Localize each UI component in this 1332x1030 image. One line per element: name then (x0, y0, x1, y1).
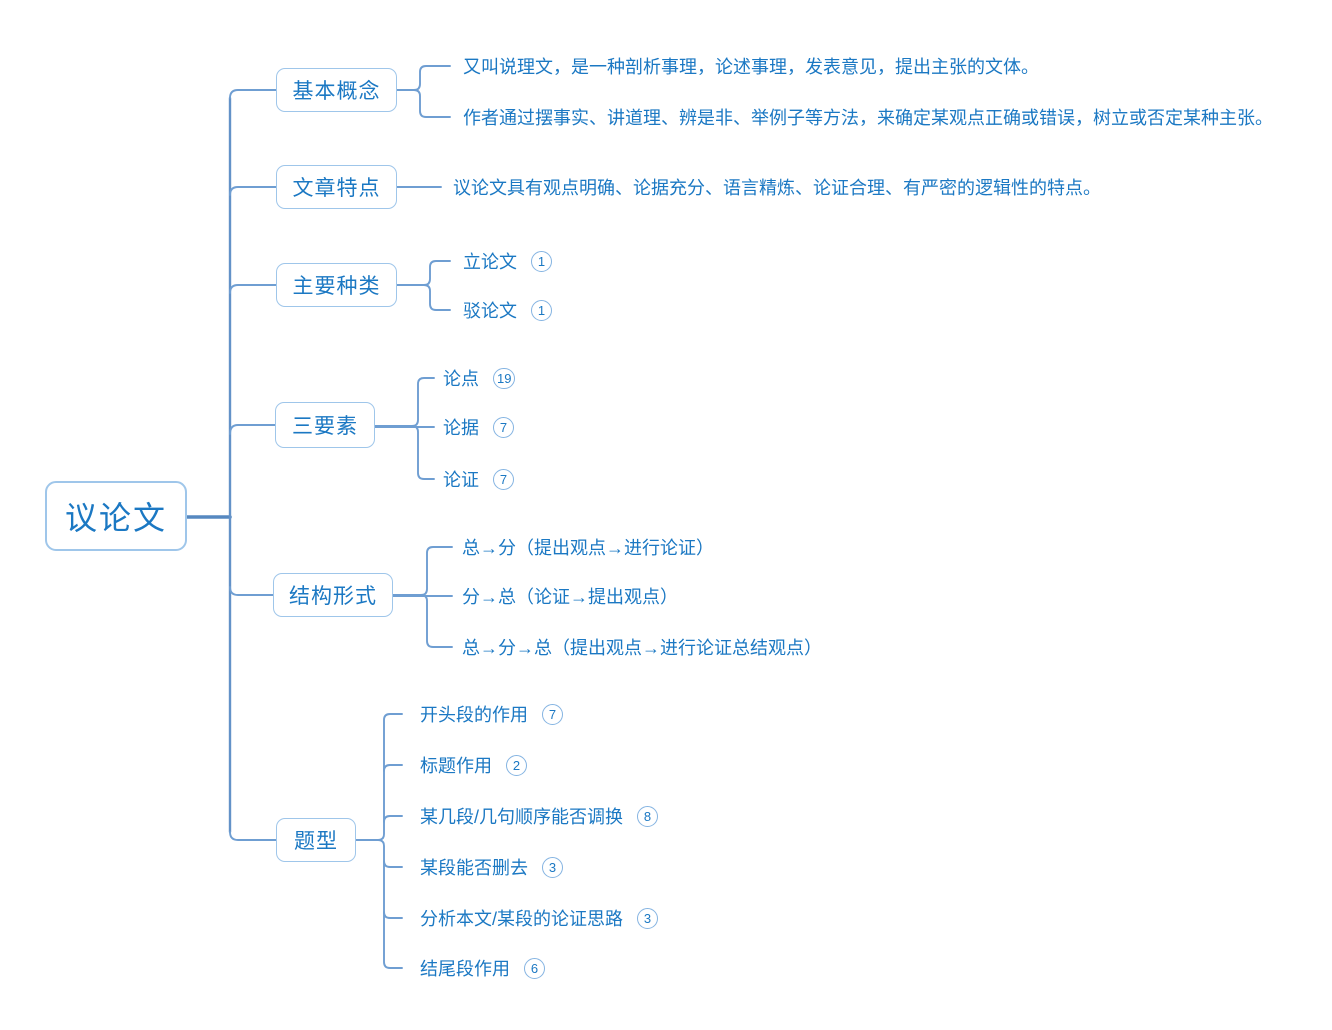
leaf-text: 总→分→总（提出观点→进行论证总结观点） (462, 638, 822, 658)
leaf-node[interactable]: 议论文具有观点明确、论据充分、语言精炼、论证合理、有严密的逻辑性的特点。 (453, 174, 1101, 200)
branch-node-question-types[interactable]: 题型 (276, 818, 356, 862)
leaf-text: 某段能否删去 (420, 858, 528, 878)
leaf-node[interactable]: 总→分→总（提出观点→进行论证总结观点） (462, 634, 822, 660)
leaf-text: 立论文 (463, 252, 517, 272)
count-badge[interactable]: 1 (531, 250, 552, 272)
leaf-text: 又叫说理文，是一种剖析事理，论述事理，发表意见，提出主张的文体。 (463, 57, 1039, 77)
leaf-node[interactable]: 论据 7 (443, 414, 514, 440)
branch-node-three-elements[interactable]: 三要素 (275, 402, 375, 448)
leaf-text: 分析本文/某段的论证思路 (420, 909, 623, 929)
leaf-text: 作者通过摆事实、讲道理、辨是非、举例子等方法，来确定某观点正确或错误，树立或否定… (463, 108, 1273, 128)
leaf-text: 结尾段作用 (420, 959, 510, 979)
leaf-node[interactable]: 结尾段作用 6 (420, 955, 545, 981)
leaf-node[interactable]: 某段能否删去 3 (420, 854, 563, 880)
count-badge[interactable]: 1 (531, 299, 552, 321)
count-badge[interactable]: 2 (506, 754, 527, 776)
leaf-text: 驳论文 (463, 301, 517, 321)
leaf-node[interactable]: 论证 7 (443, 466, 514, 492)
count-badge[interactable]: 19 (493, 367, 516, 389)
branch-node-article-features[interactable]: 文章特点 (276, 165, 397, 209)
count-badge[interactable]: 8 (637, 805, 658, 827)
leaf-text: 论据 (443, 418, 479, 438)
leaf-text: 标题作用 (420, 756, 492, 776)
branch-node-structure-forms[interactable]: 结构形式 (273, 573, 393, 617)
leaf-text: 开头段的作用 (420, 705, 528, 725)
leaf-text: 议论文具有观点明确、论据充分、语言精炼、论证合理、有严密的逻辑性的特点。 (453, 178, 1101, 198)
count-badge[interactable]: 3 (637, 907, 658, 929)
leaf-text: 分→总（论证→提出观点） (462, 587, 678, 607)
leaf-node[interactable]: 论点 19 (443, 365, 516, 391)
leaf-node[interactable]: 又叫说理文，是一种剖析事理，论述事理，发表意见，提出主张的文体。 (463, 53, 1039, 79)
branch-node-main-types[interactable]: 主要种类 (276, 263, 397, 307)
count-badge[interactable]: 7 (493, 416, 514, 438)
count-badge[interactable]: 3 (542, 856, 563, 878)
leaf-node[interactable]: 驳论文 1 (463, 297, 552, 323)
leaf-node[interactable]: 总→分（提出观点→进行论证） (462, 534, 714, 560)
leaf-text: 总→分（提出观点→进行论证） (462, 538, 714, 558)
count-badge[interactable]: 7 (542, 703, 563, 725)
leaf-node[interactable]: 立论文 1 (463, 248, 552, 274)
leaf-text: 某几段/几句顺序能否调换 (420, 807, 623, 827)
leaf-text: 论证 (443, 470, 479, 490)
leaf-node[interactable]: 某几段/几句顺序能否调换 8 (420, 803, 658, 829)
count-badge[interactable]: 7 (493, 468, 514, 490)
leaf-node[interactable]: 分→总（论证→提出观点） (462, 583, 678, 609)
branch-node-basic-concept[interactable]: 基本概念 (276, 68, 397, 112)
leaf-text: 论点 (443, 369, 479, 389)
count-badge[interactable]: 6 (524, 957, 545, 979)
leaf-node[interactable]: 标题作用 2 (420, 752, 527, 778)
root-node[interactable]: 议论文 (45, 481, 187, 551)
leaf-node[interactable]: 分析本文/某段的论证思路 3 (420, 905, 658, 931)
leaf-node[interactable]: 开头段的作用 7 (420, 701, 563, 727)
leaf-node[interactable]: 作者通过摆事实、讲道理、辨是非、举例子等方法，来确定某观点正确或错误，树立或否定… (463, 104, 1273, 130)
